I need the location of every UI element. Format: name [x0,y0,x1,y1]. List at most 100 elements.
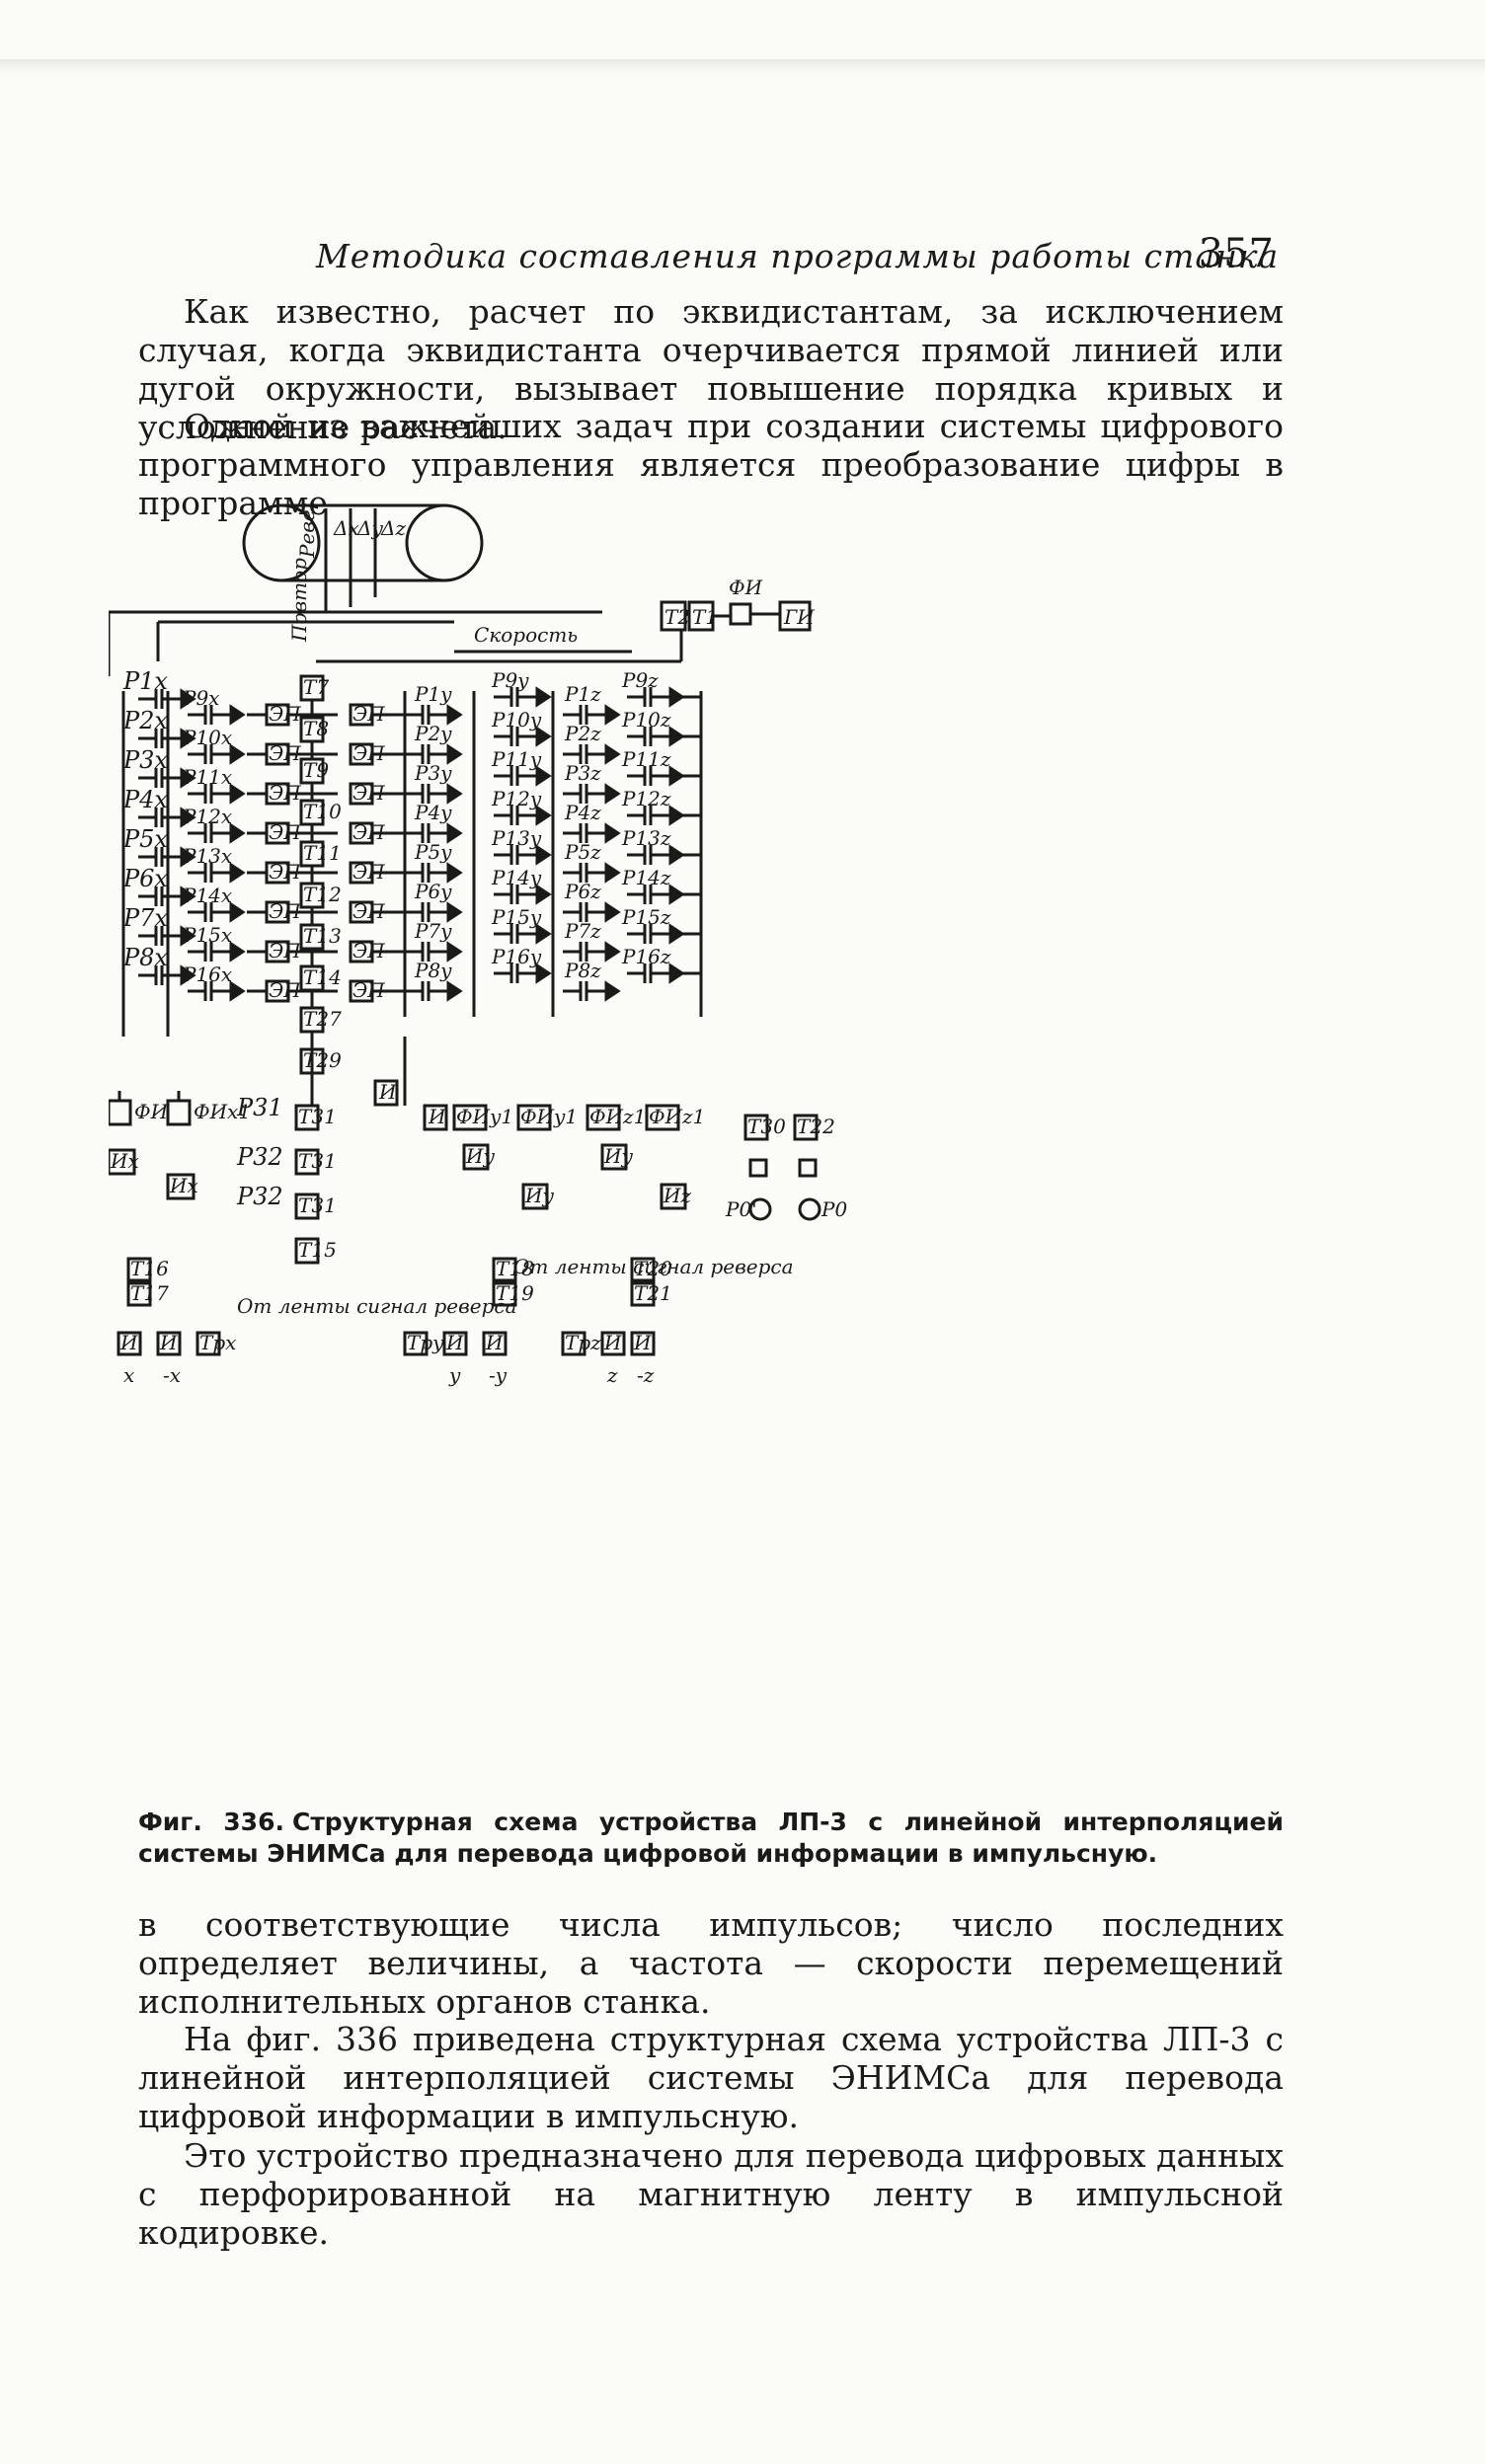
caption-label: Фиг. 336. [138,1808,284,1836]
relay-label-y: P4y [414,801,452,824]
relay-label-y-mid: P12y [491,787,542,810]
relay-label-x-inner: P15x [182,923,232,947]
t16-block [126,1257,152,1282]
dz-label: Δz [380,516,406,540]
relay-px-outer [180,964,196,986]
relay-label-x-inner: P13x [182,844,232,868]
fiy1b-label: ФИy1 [520,1105,578,1128]
relay-label-x: P1x [122,667,168,695]
t1-block [687,600,715,632]
out-mx-gate-label: И [159,1331,178,1354]
relay-py [446,822,463,844]
t19-block [492,1281,517,1307]
relay-pz-right [668,726,685,747]
relay-label-y-mid: P15y [491,905,542,929]
relay-label-z-right: P16z [621,945,671,968]
relay-pz [604,980,621,1002]
out-mz-gate-label: И [633,1331,652,1354]
relay-py-mid [535,923,552,945]
p0prime-block [748,1158,768,1178]
out-x-gate [117,1331,142,1356]
relay-label-z-right: P15z [621,905,671,929]
trigger-label: T29 [303,1048,342,1072]
relay-label-z-right: P10z [621,708,671,732]
iz-block [660,1183,687,1210]
relay-py-mid [535,686,552,708]
p31-label: P31 [236,1094,283,1121]
relay-label-x: P5x [122,825,168,853]
relay-pz-right [668,765,685,787]
relay-label-x: P6x [122,865,168,892]
repeat-label: Повтор [287,558,311,643]
relay-label-z-right: P12z [621,787,671,810]
t17-label: T17 [130,1281,169,1305]
relay-py [446,783,463,805]
trigger-label: T27 [303,1007,342,1031]
relay-label-x-inner: P12x [182,805,232,828]
iy2-block [600,1143,628,1171]
relay-px-inner [229,743,246,765]
t2-label: T2 [664,605,690,629]
p32-label: P32 [236,1143,283,1171]
relay-px-inner [229,980,246,1002]
fix1b-block [166,1099,192,1126]
relay-pz [604,822,621,844]
relay-py-mid [535,844,552,866]
out-mz-label: -z [637,1363,655,1387]
relay-pz-right [668,884,685,905]
relay-py [446,862,463,884]
relay-label-y: P6y [414,880,452,903]
fiz1-label: ФИz1 [589,1105,646,1128]
relay-label-z: P4z [564,801,601,824]
tpy-gate [403,1331,429,1356]
relay-label-z-right: P14z [621,866,671,889]
tpy-gate-label: Tpy [407,1331,444,1354]
relay-label-y-mid: P10y [491,708,542,732]
ix2-label: Иx [169,1174,198,1197]
out-x-label: x [123,1363,134,1387]
relay-py [446,980,463,1002]
relay-px-outer [180,886,196,907]
p32b-label: P32 [236,1183,283,1210]
fiy1-block [452,1104,488,1131]
t31b-block [294,1148,320,1176]
out-my-gate-label: И [485,1331,504,1354]
relay-py-mid [535,962,552,984]
relay-label-y-mid: P9y [491,668,529,692]
relay-label-x-inner: P14x [182,884,232,907]
ix2-block [166,1173,195,1200]
relay-px-inner [229,783,246,805]
speed-label: Скорость [474,623,578,647]
t15-block [294,1237,320,1265]
i2-label: И [428,1105,446,1128]
relay-px-outer [180,925,196,947]
reverse-note-x: От ленты сигнал реверса [237,1294,517,1318]
relay-py-mid [535,884,552,905]
relay-px-inner [229,822,246,844]
iy3-block [521,1183,549,1210]
t18-block [492,1257,517,1282]
relay-pz [604,743,621,765]
out-y-label: y [448,1363,461,1387]
relay-label-x: P4x [122,786,168,813]
relay-px-outer [180,846,196,868]
iy2-label: Иy [603,1144,633,1168]
trigger-label: T9 [303,758,329,782]
t22-block [793,1114,819,1141]
tpx-gate [195,1331,221,1356]
fi-label: ФИ [729,576,763,599]
iy3-label: Иy [524,1184,554,1207]
relay-label-x: P7x [122,904,168,932]
fiy1b-block [516,1104,552,1131]
out-z-gate [600,1331,626,1356]
relay-label-y-mid: P11y [491,747,542,771]
out-z-label: z [606,1363,618,1387]
i-block [373,1079,399,1107]
p0-label: P0 [821,1197,847,1221]
relay-label-z: P1z [564,682,601,706]
tpz-gate-label: Tpz [565,1331,601,1354]
relay-py-mid [535,805,552,826]
